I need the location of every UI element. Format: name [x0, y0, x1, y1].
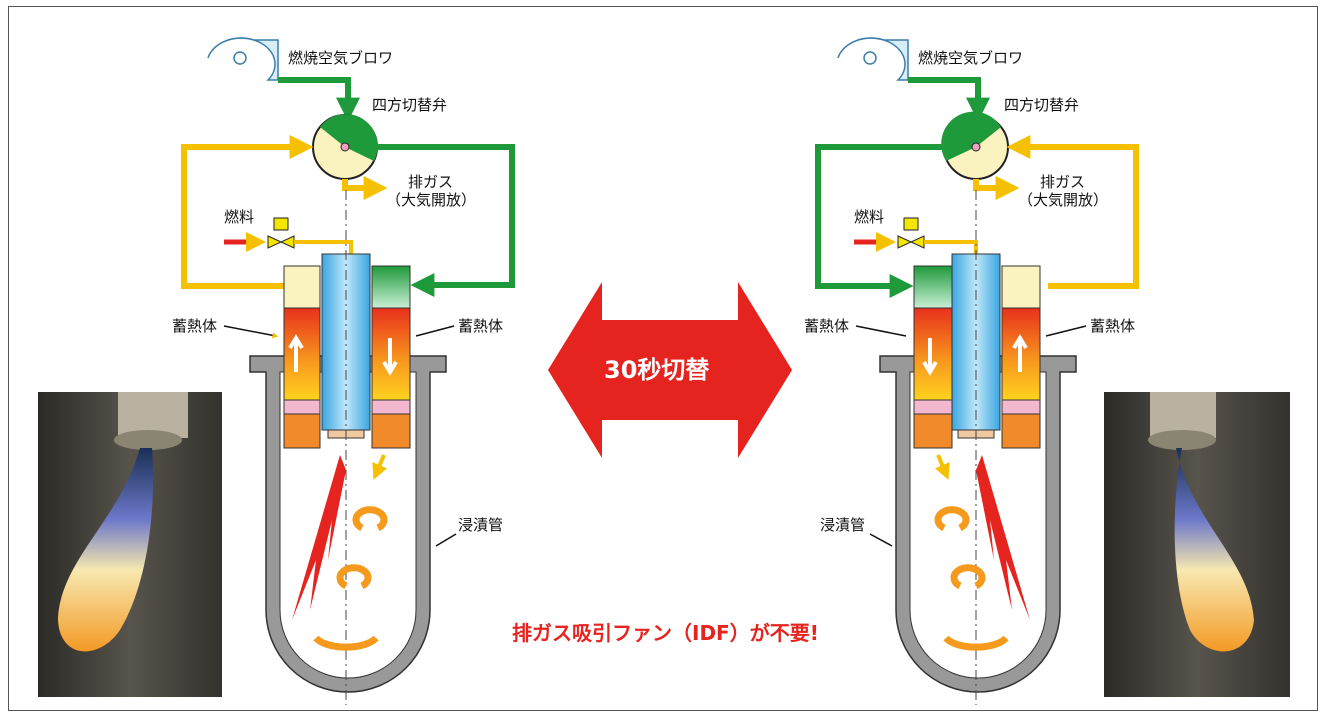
right-down-arrow-icon — [922, 338, 938, 376]
right-flame-icon — [976, 455, 1030, 620]
left-air-supply-arrow — [278, 77, 360, 122]
right-air-supply-arrow — [908, 77, 990, 122]
right-blower-icon — [837, 37, 909, 81]
left-flame-photo — [38, 392, 222, 697]
right-unit: 燃焼空気ブロワ 四方切替弁 排ガス （大気開放） 燃料 — [804, 37, 1139, 705]
switch-arrow — [548, 282, 792, 458]
left-valve-label: 四方切替弁 — [372, 96, 447, 114]
left-regenerator-a — [283, 307, 321, 401]
right-burner — [951, 253, 1001, 431]
left-air-loop — [376, 144, 515, 297]
left-regen-label-a: 蓄熱体 — [172, 317, 217, 335]
figure-frame — [8, 6, 1318, 711]
right-regen-label-b: 蓄熱体 — [1090, 317, 1135, 335]
left-exhaust-arrow — [342, 176, 388, 200]
right-exhaust-loop — [1006, 135, 1139, 289]
right-flame-photo — [1104, 392, 1290, 697]
right-exhaust-label-1: 排ガス — [1040, 173, 1085, 191]
left-burner — [321, 253, 371, 431]
left-regen-label-b: 蓄熱体 — [458, 317, 503, 335]
idf-note: 排ガス吸引ファン（IDF）が不要! — [512, 621, 819, 645]
switch-label: 30秒切替 — [604, 356, 709, 384]
right-fuel-valve-icon — [903, 217, 919, 231]
left-down-arrow-icon — [382, 338, 398, 376]
right-four-way-valve — [941, 111, 1009, 180]
left-blower-icon — [207, 37, 279, 81]
right-regen-label-a: 蓄熱体 — [804, 317, 849, 335]
right-air-loop — [815, 144, 944, 298]
right-tube-label: 浸漬管 — [820, 516, 865, 534]
right-exhaust-label-2: （大気開放） — [1018, 191, 1108, 209]
right-exhaust-arrow — [973, 176, 1020, 200]
right-regenerator-a — [913, 307, 953, 401]
left-exhaust-label-2: （大気開放） — [386, 191, 476, 209]
left-fuel-valve-icon — [273, 217, 289, 231]
right-valve-label: 四方切替弁 — [1004, 96, 1079, 114]
left-exhaust-loop — [181, 135, 314, 289]
left-up-arrow-icon — [288, 334, 304, 372]
left-exhaust-label-1: 排ガス — [408, 173, 453, 191]
right-blower-label: 燃焼空気ブロワ — [918, 49, 1023, 67]
left-fuel-label: 燃料 — [224, 208, 254, 226]
left-tube-label: 浸漬管 — [458, 516, 503, 534]
right-up-arrow-icon — [1012, 334, 1028, 372]
left-unit: 燃焼空気ブロワ 四方切替弁 排ガス （大気開放） 燃料 — [172, 37, 515, 705]
left-four-way-valve — [312, 114, 378, 180]
right-fuel-label: 燃料 — [854, 208, 884, 226]
left-blower-label: 燃焼空気ブロワ — [288, 49, 393, 67]
left-flame-icon — [292, 455, 346, 620]
